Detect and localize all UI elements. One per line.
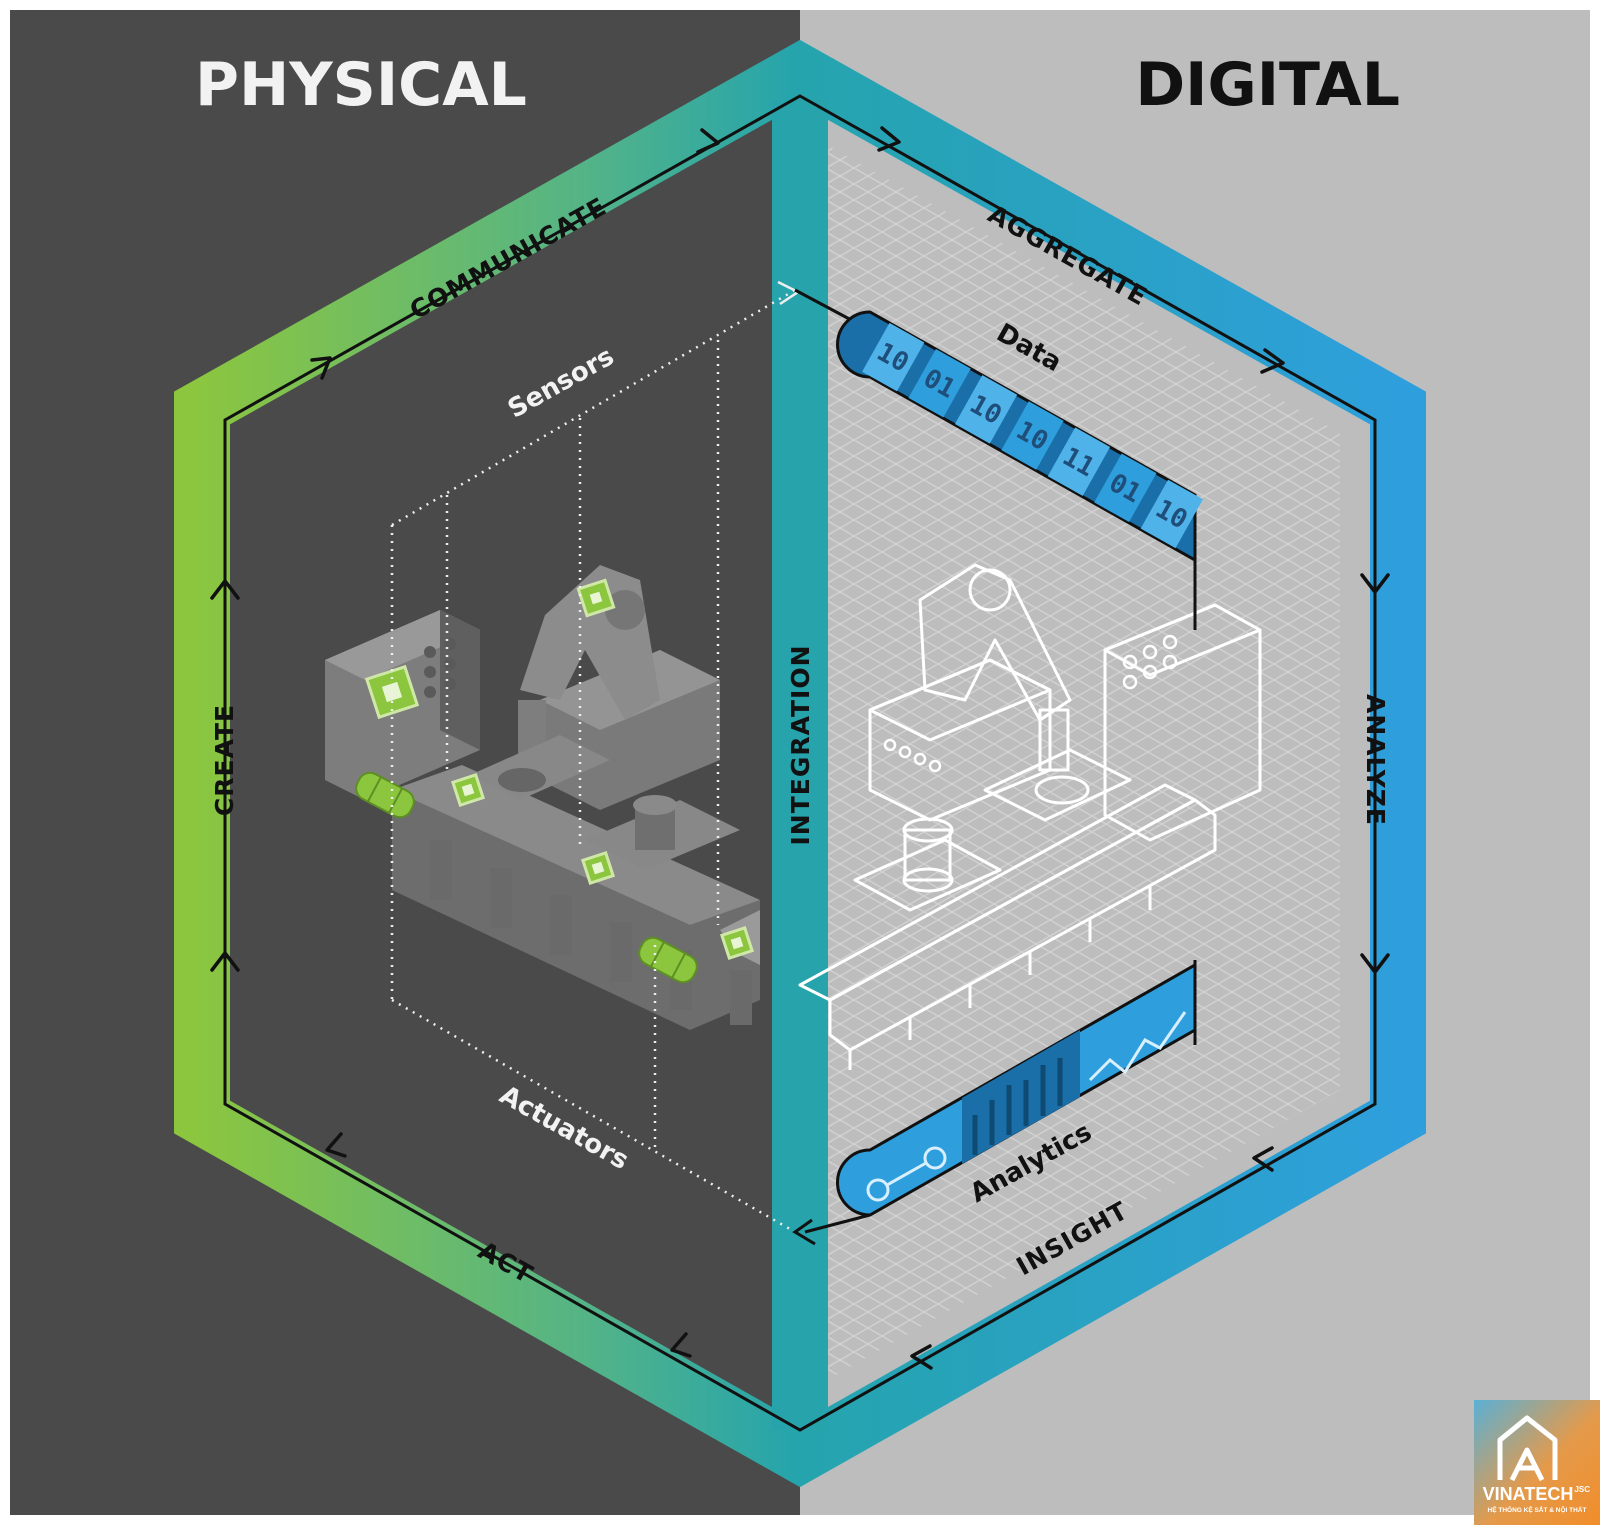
- phase-analyze: ANALYZE: [1361, 694, 1390, 826]
- phase-create: CREATE: [210, 704, 239, 816]
- vinatech-logo: VINATECH JSC HỆ THỐNG KỆ SẮT & NỘI THẤT: [1474, 1400, 1600, 1525]
- digital-title: DIGITAL: [1135, 50, 1400, 120]
- sensor-icon: [453, 775, 483, 805]
- sensor-icon: [583, 853, 613, 883]
- physical-title: PHYSICAL: [195, 50, 527, 120]
- sensor-icon: [722, 928, 752, 958]
- logo-suffix: JSC: [1574, 1485, 1590, 1494]
- logo-name: VINATECH: [1483, 1484, 1574, 1504]
- phase-integration: INTEGRATION: [786, 644, 815, 845]
